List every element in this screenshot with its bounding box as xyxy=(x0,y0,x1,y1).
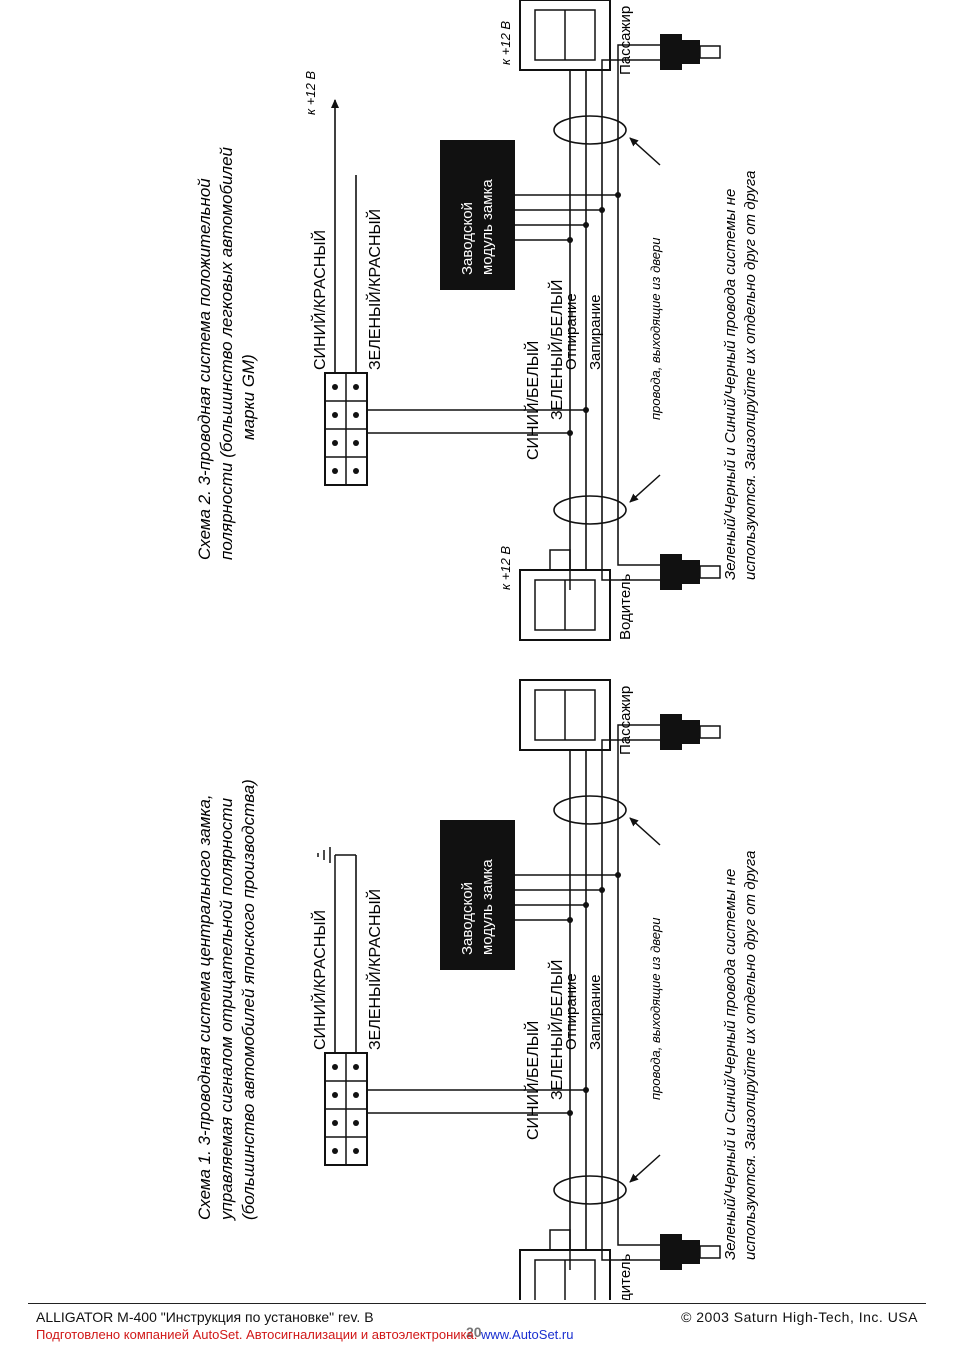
page-number: 20 xyxy=(466,1324,482,1340)
diagram-1-wire-blue-red: СИНИЙ/КРАСНЫЙ xyxy=(310,910,329,1050)
diagram-2-plus12-passenger: к +12 В xyxy=(498,21,513,65)
diagram-2-plus12-top: к +12 В xyxy=(303,71,318,115)
wiring-diagrams: Схема 1. 3-проводная система центральног… xyxy=(195,0,759,1300)
diagram-2-plus12-driver: к +12 В xyxy=(498,546,513,590)
diagram-1-wire-green-white: ЗЕЛЕНЫЙ/БЕЛЫЙ xyxy=(547,959,566,1100)
diagram-1-title-line-3: (большинство автомобилей японского произ… xyxy=(239,779,258,1220)
diagram-2-title-line-2: полярности (большинство легковых автомоб… xyxy=(217,146,236,560)
diagram-2-wire-green-red: ЗЕЛЕНЫЙ/КРАСНЫЙ xyxy=(365,209,384,370)
diagram-1-note-line-2: используются. Заизолируйте их отдельно д… xyxy=(742,851,759,1260)
diagram-2-title-line-3: марки GM) xyxy=(239,354,258,440)
diagram-1-title: Схема 1. 3-проводная система центральног… xyxy=(195,779,258,1221)
autoset-link[interactable]: www.AutoSet.ru xyxy=(480,1327,574,1342)
diagram-1-title-line-1: Схема 1. 3-проводная система центральног… xyxy=(195,794,214,1220)
diagram-1-module-line-2: модуль замка xyxy=(479,859,496,955)
diagram-2-wire-green-white: ЗЕЛЕНЫЙ/БЕЛЫЙ xyxy=(547,279,566,420)
diagram-1-module-line-1: Заводской xyxy=(459,882,476,955)
diagram-1-driver: Водитель xyxy=(617,1254,634,1300)
footer-credit-text: Подготовлено компанией AutoSet. Автосигн… xyxy=(36,1327,478,1342)
footer-title: ALLIGATOR M-400 "Инструкция по установке… xyxy=(36,1309,374,1325)
footer-credit: Подготовлено компанией AutoSet. Автосигн… xyxy=(36,1327,573,1342)
diagram-2-note-line-2: используются. Заизолируйте их отдельно д… xyxy=(742,171,759,580)
diagram-2-driver: Водитель xyxy=(617,574,634,640)
diagram-1-ground-icon xyxy=(317,847,356,880)
diagram-2-unlock: Отпирание xyxy=(563,293,580,370)
diagram-1-passenger: Пассажир xyxy=(617,686,634,755)
diagram-2-module-line-2: модуль замка xyxy=(479,179,496,275)
diagram-2-door-wires: провода, выходящие из двери xyxy=(648,238,663,420)
diagram-2-module-line-1: Заводской xyxy=(459,202,476,275)
diagram-1: Схема 1. 3-проводная система центральног… xyxy=(195,680,759,1300)
diagram-2: Схема 2. 3-проводная система положительн… xyxy=(195,0,759,640)
footer-divider xyxy=(28,1303,926,1304)
footer-copyright: © 2003 Saturn High-Tech, Inc. USA xyxy=(681,1309,918,1325)
diagram-2-title: Схема 2. 3-проводная система положительн… xyxy=(195,146,258,560)
diagram-2-title-line-1: Схема 2. 3-проводная система положительн… xyxy=(195,178,214,560)
diagram-2-passenger: Пассажир xyxy=(617,6,634,75)
diagram-1-lock: Запирание xyxy=(587,974,604,1050)
diagram-2-wire-blue-red: СИНИЙ/КРАСНЫЙ xyxy=(310,230,329,370)
diagram-1-title-line-2: управляемая сигналом отрицательной поляр… xyxy=(217,797,236,1221)
diagram-2-note-line-1: Зеленый/Черный и Синий/Черный провода си… xyxy=(722,189,739,580)
diagram-1-unlock: Отпирание xyxy=(563,973,580,1050)
diagram-1-door-wires: провода, выходящие из двери xyxy=(648,918,663,1100)
diagram-2-wire-blue-white: СИНИЙ/БЕЛЫЙ xyxy=(523,341,542,460)
diagram-1-wire-blue-white: СИНИЙ/БЕЛЫЙ xyxy=(523,1021,542,1140)
diagram-2-lock: Запирание xyxy=(587,294,604,370)
diagram-1-wire-green-red: ЗЕЛЕНЫЙ/КРАСНЫЙ xyxy=(365,889,384,1050)
diagram-1-note-line-1: Зеленый/Черный и Синий/Черный провода си… xyxy=(722,869,739,1260)
